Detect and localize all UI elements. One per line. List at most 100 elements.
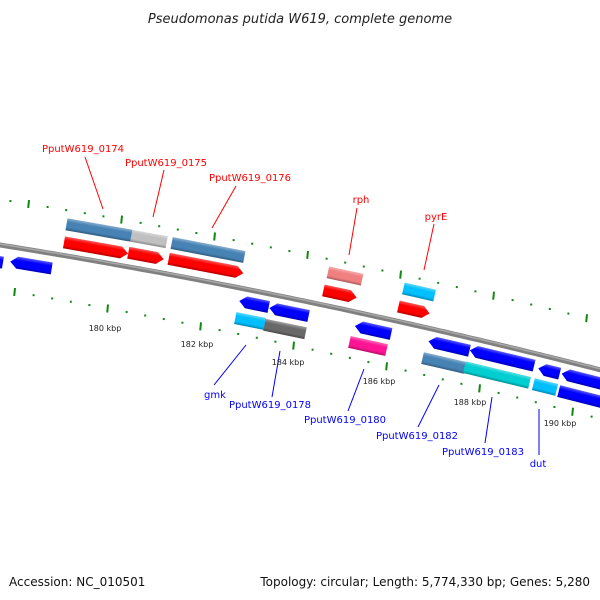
gene-feature[interactable] xyxy=(9,256,53,275)
gene-feature[interactable] xyxy=(167,252,245,279)
gene-shading xyxy=(469,346,536,372)
gene-label-link[interactable]: gmk xyxy=(204,390,226,401)
major-tick xyxy=(571,407,574,416)
major-tick xyxy=(106,304,109,313)
genome-summary-text: Topology: circular; Length: 5,774,330 bp… xyxy=(259,575,590,589)
leader-line xyxy=(213,344,247,386)
gene-shading xyxy=(269,303,310,322)
gene-label-link[interactable]: PputW619_0182 xyxy=(376,431,458,442)
gene-feature[interactable] xyxy=(537,363,562,380)
major-tick xyxy=(120,215,123,224)
gene-feature[interactable] xyxy=(127,246,165,265)
gene-feature[interactable] xyxy=(0,255,4,269)
gene-shading xyxy=(428,336,471,357)
map-title: Pseudomonas putida W619, complete genome xyxy=(148,12,452,27)
gene-feature[interactable] xyxy=(326,266,364,286)
major-tick xyxy=(306,250,309,259)
scale-ticks xyxy=(9,199,593,418)
gene-feature[interactable] xyxy=(65,218,133,242)
gene-shading xyxy=(130,229,168,249)
scale-label: 186 kbp xyxy=(363,377,396,386)
gene-shading xyxy=(322,284,357,302)
gene-shading xyxy=(170,237,246,263)
gene-shading xyxy=(62,236,129,259)
gene-shading xyxy=(234,312,266,330)
gene-label-link[interactable]: PputW619_0183 xyxy=(442,447,524,458)
gene-shading xyxy=(326,266,364,286)
leader-line xyxy=(417,384,440,428)
gene-feature[interactable] xyxy=(170,237,246,263)
gene-shading xyxy=(561,369,600,391)
major-tick xyxy=(385,362,388,371)
major-tick xyxy=(292,341,295,350)
leader-line xyxy=(152,169,165,218)
gene-feature[interactable] xyxy=(421,352,467,374)
gene-shading xyxy=(463,361,531,389)
major-tick xyxy=(399,270,402,279)
gene-feature[interactable] xyxy=(427,335,471,357)
gene-feature[interactable] xyxy=(531,378,559,396)
gene-feature[interactable] xyxy=(238,295,270,313)
gene-feature[interactable] xyxy=(402,282,436,302)
gene-label-link[interactable]: PputW619_0174 xyxy=(42,144,124,155)
scale-label: 190 kbp xyxy=(544,419,577,428)
gene-shading xyxy=(65,218,133,242)
genome-backbone-highlight xyxy=(0,243,600,370)
gene-shading xyxy=(10,256,53,275)
leader-line xyxy=(84,156,104,210)
gene-feature[interactable] xyxy=(263,318,307,340)
leader-line xyxy=(348,207,358,256)
gene-feature[interactable] xyxy=(560,368,600,391)
major-tick xyxy=(27,199,30,209)
scale-label: 184 kbp xyxy=(272,358,305,367)
gene-shading xyxy=(402,282,436,302)
gene-track xyxy=(0,218,600,409)
gene-label-link[interactable]: PputW619_0176 xyxy=(209,173,291,184)
gene-feature[interactable] xyxy=(397,300,431,320)
major-tick xyxy=(492,291,495,300)
gene-label-link[interactable]: pyrE xyxy=(425,212,448,223)
gene-shading xyxy=(127,246,164,264)
leader-line xyxy=(271,350,281,398)
gene-shading xyxy=(263,318,307,340)
gene-shading xyxy=(348,336,388,356)
major-tick xyxy=(13,287,16,297)
gene-shading xyxy=(557,385,600,409)
gene-feature[interactable] xyxy=(322,284,358,304)
leader-line xyxy=(211,185,237,229)
gene-feature[interactable] xyxy=(268,302,310,322)
scale-label: 180 kbp xyxy=(89,324,122,333)
gene-feature[interactable] xyxy=(354,320,393,340)
minus-strand-gene-labels: gmk PputW619_0178 PputW619_0180 PputW619… xyxy=(204,390,546,470)
scale-labels: 180 kbp 182 kbp 184 kbp 186 kbp 188 kbp … xyxy=(89,324,577,428)
gene-label-link[interactable]: PputW619_0178 xyxy=(229,400,311,411)
gene-shading xyxy=(538,364,562,380)
leader-line xyxy=(423,223,435,271)
major-tick xyxy=(585,314,588,323)
gene-shading xyxy=(354,321,393,340)
gene-label-link[interactable]: PputW619_0175 xyxy=(125,158,207,169)
gene-feature[interactable] xyxy=(130,229,168,249)
major-tick xyxy=(213,232,216,241)
gene-feature[interactable] xyxy=(463,361,531,389)
gene-feature[interactable] xyxy=(348,336,388,356)
label-leaders xyxy=(84,156,540,455)
gene-shading xyxy=(531,378,559,396)
gene-label-link[interactable]: dut xyxy=(530,459,547,470)
gene-shading xyxy=(239,296,270,313)
gene-feature[interactable] xyxy=(469,344,536,372)
gene-shading xyxy=(167,252,244,278)
major-tick xyxy=(478,384,481,393)
genome-backbone xyxy=(0,242,600,373)
gene-feature[interactable] xyxy=(557,385,600,409)
gene-shading xyxy=(421,352,467,374)
gene-label-link[interactable]: PputW619_0180 xyxy=(304,415,386,426)
leader-line xyxy=(347,368,365,412)
scale-label: 188 kbp xyxy=(454,398,487,407)
gene-feature[interactable] xyxy=(234,312,266,330)
gene-label-link[interactable]: rph xyxy=(353,195,370,206)
major-tick xyxy=(199,322,202,331)
gene-feature[interactable] xyxy=(62,236,129,259)
